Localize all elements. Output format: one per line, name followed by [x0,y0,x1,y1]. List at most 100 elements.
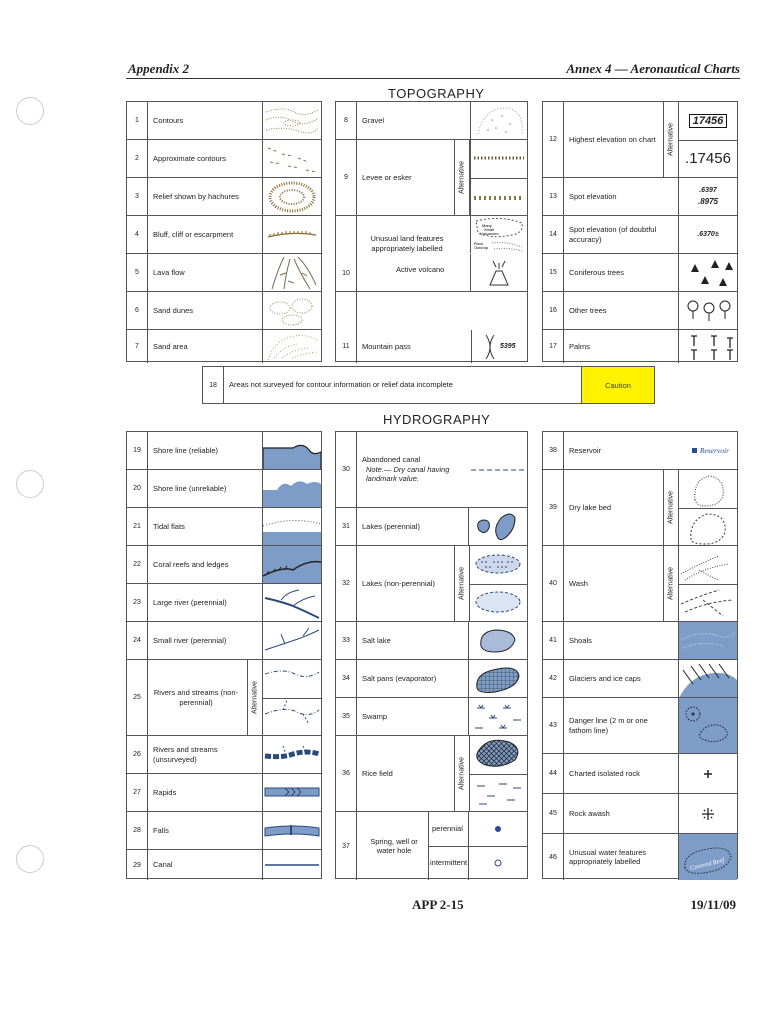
approximate-contours-symbol [262,140,321,177]
row-number: 15 [543,254,564,291]
table-row: 6 Sand dunes [127,292,321,330]
row-number: 38 [543,432,564,469]
table-row: 1 Contours [127,102,321,140]
row-number: 33 [336,622,357,659]
topography-title: TOPOGRAPHY [388,86,485,101]
row-label: Other trees [569,305,607,315]
salt-pans-symbol [468,660,527,697]
sand-dunes-symbol [262,292,321,329]
mountain-pass-symbol: 5395 [471,330,527,363]
table-row: 22 Coral reefs and ledges [127,546,321,584]
row-label: Shoals [569,635,592,645]
row-number: 17 [543,330,564,363]
isolated-rock-icon [678,754,737,793]
reservoir-symbol: Reservoir [691,432,729,469]
row-number: 43 [543,698,564,753]
tidal-flats-symbol [262,508,321,545]
row-label: Contours [153,115,184,125]
row-number: 37 [336,812,357,880]
row-number: 1 [127,102,148,139]
alternative-label: Alternative [663,470,679,545]
table-row: 34 Salt pans (evaporator) [336,660,527,698]
non-perennial-rivers-symbol [263,660,321,735]
row-label: Glaciers and ice caps [569,673,641,683]
row-label: Mountain pass [362,341,411,351]
row-label: Areas not surveyed for contour informati… [229,380,453,390]
shoreline-unreliable-symbol [262,470,321,507]
bluff-symbol [262,216,321,253]
table-row: Unusual land features appropriately labe… [336,216,527,292]
table-row: 20 Shore line (unreliable) [127,470,321,508]
row-number: 44 [543,754,564,793]
row-label: Relief shown by hachures [153,191,239,201]
row-number: 39 [543,470,564,545]
row-number: 42 [543,660,564,697]
table-row: 36 Rice field Alternative [336,736,527,812]
active-volcano-symbol [470,254,527,291]
row-number: 3 [127,178,148,215]
row-number: 32 [336,546,357,621]
row-label: Tidal flats [153,521,185,531]
row-number: 40 [543,546,564,621]
alternative-label: Alternative [663,546,679,621]
row-number: 45 [543,794,564,833]
table-row: 27 Rapids [127,774,321,812]
row-number: 14 [543,216,564,253]
row-number: 26 [127,736,148,773]
table-row: 14 Spot elevation (of doubtful accuracy)… [543,216,737,254]
row-label: Sand area [153,341,188,351]
table-row: 31 Lakes (perennial) [336,508,527,546]
row-number: 2 [127,140,148,177]
table-row: 32 Lakes (non-perennial) Alternative [336,546,527,622]
row-number: 41 [543,622,564,659]
row-label: Reservoir [569,445,602,455]
table-row: 45 Rock awash [543,794,737,834]
danger-line-symbol [678,698,737,753]
alternative-label: Alternative [247,660,263,735]
caution-box: Caution [581,367,654,403]
palms-icon [678,330,737,363]
row-number: 20 [127,470,148,507]
abandoned-canal-label: Abandoned canal [362,455,421,465]
table-row: 17 Palms [543,330,737,363]
table-row: 19 Shore line (reliable) [127,432,321,470]
table-row: 38 Reservoir Reservoir [543,432,737,470]
canal-symbol [262,850,321,880]
row-number: 9 [336,140,357,215]
topo-table-a: 1 Contours 2 Approximate contours 3 Reli… [126,101,322,363]
table-row: 2 Approximate contours [127,140,321,178]
perennial-label: perennial [432,824,463,834]
shoals-symbol [678,622,737,659]
row-number: 34 [336,660,357,697]
table-row: 25 Rivers and streams (non-perennial) Al… [127,660,321,736]
header-left: Appendix 2 [128,61,190,76]
levee-symbol [470,140,527,215]
row-label: Highest elevation on chart [569,134,656,144]
table-row: 5 Lava flow [127,254,321,292]
coral-reefs-symbol [262,546,321,583]
header-right: Annex 4 — Aeronautical Charts [566,61,740,76]
row-label: Danger line (2 m or one fathom line) [569,716,648,735]
covered-reef-symbol: Covered Reef [678,834,737,880]
row-label: Lava flow [153,267,185,277]
other-trees-icon [678,292,737,329]
table-row: 40 Wash Alternative [543,546,737,622]
hachures-symbol [262,178,321,215]
shoreline-reliable-symbol [262,432,321,469]
row-label: Sand dunes [153,305,194,315]
row-label: Rivers and streams (non-perennial) [153,688,239,707]
row-label: Approximate contours [153,153,226,163]
row-number: 30 [336,432,357,507]
table-row: 23 Large river (perennial) [127,584,321,622]
small-label: Small [484,227,494,232]
falls-symbol [262,812,321,849]
table-row: 3 Relief shown by hachures [127,178,321,216]
row-label: Rivers and streams (unsurveyed) [153,745,218,764]
row-label: Palms [569,341,590,351]
row-number: 6 [127,292,148,329]
row-number: 8 [336,102,357,139]
row-label: Salt lake [362,635,391,645]
table-row: 21 Tidal flats [127,508,321,546]
highest-elevation-box: 17456 [679,102,737,139]
spot-elevation-value-2: .8975 [697,197,719,206]
